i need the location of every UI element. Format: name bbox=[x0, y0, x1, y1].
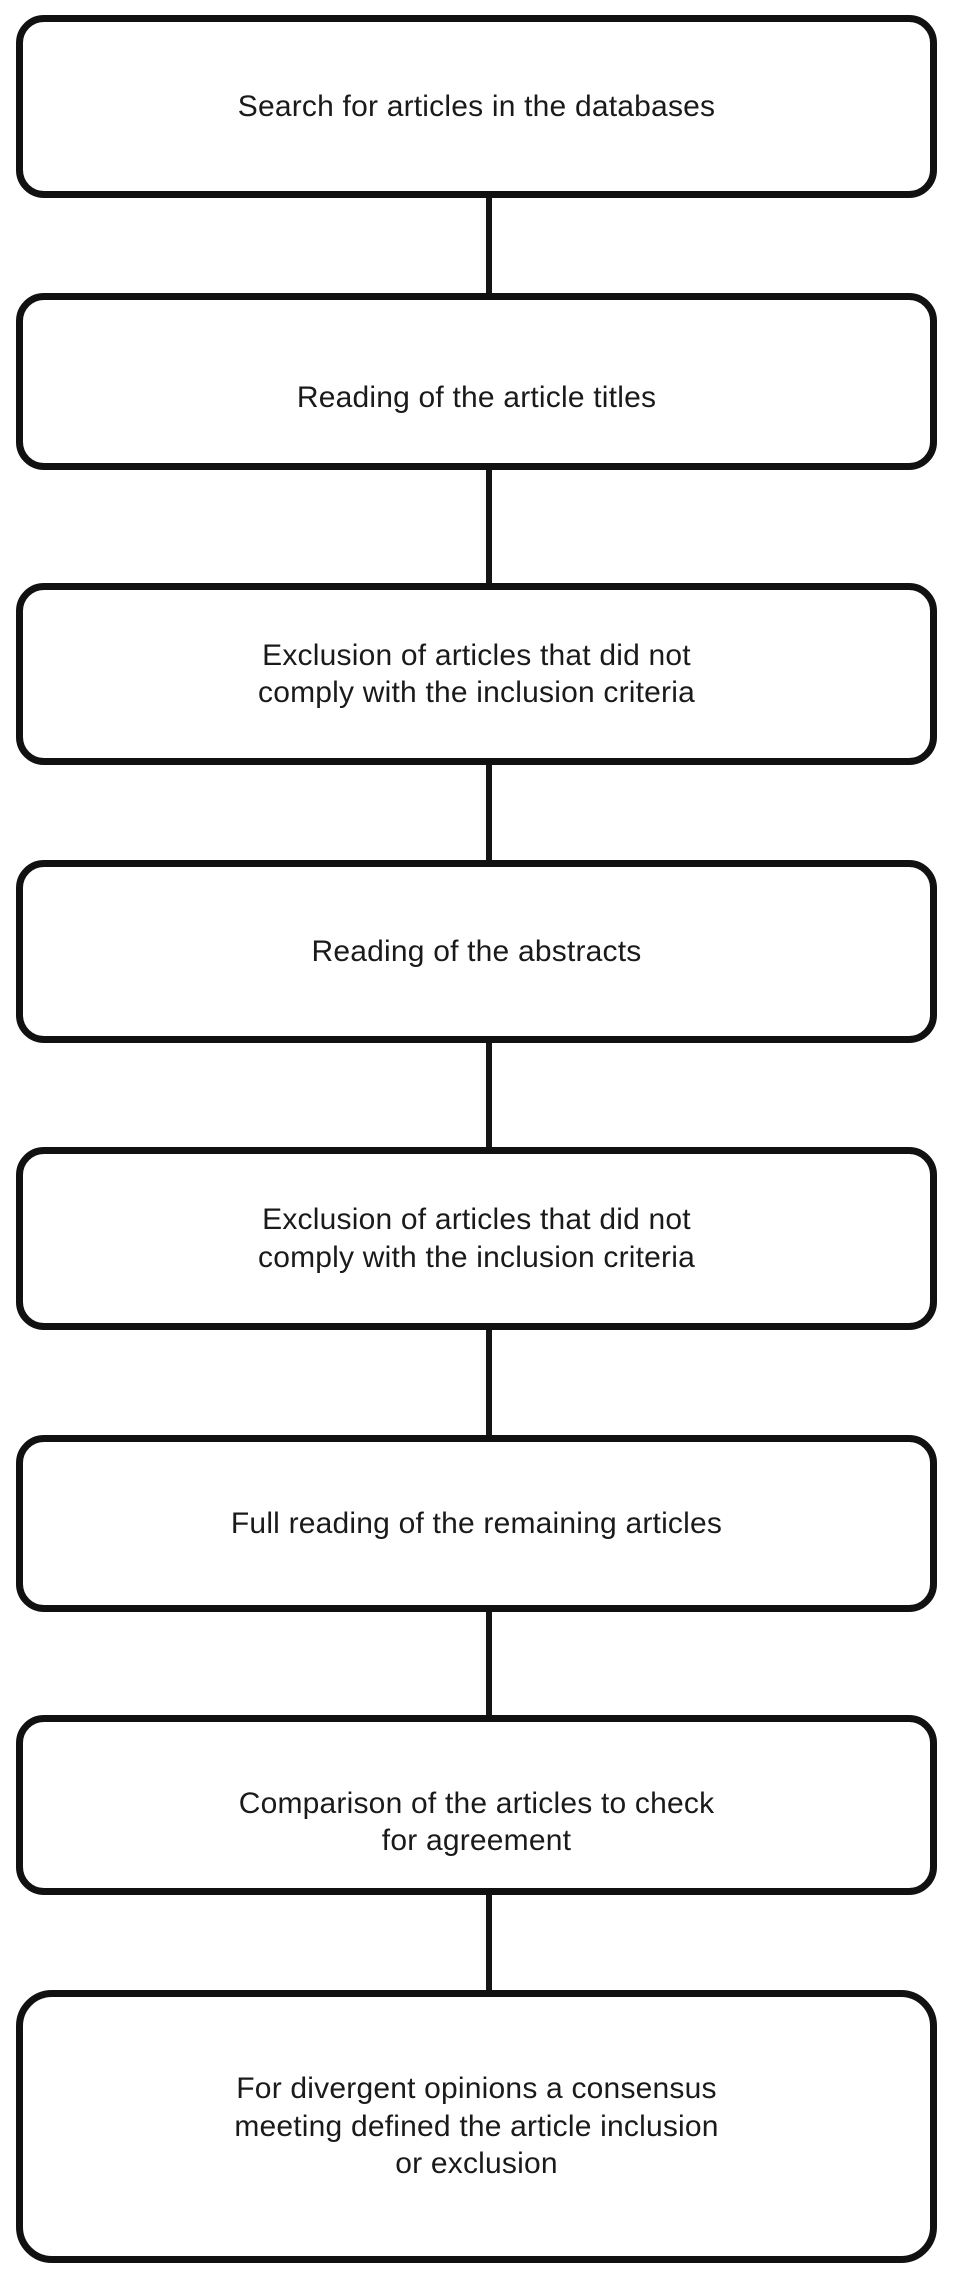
connector-line-1-2 bbox=[486, 192, 492, 300]
flow-step-box-4: Reading of the abstracts bbox=[16, 860, 937, 1043]
flow-step-label: Search for articles in the databases bbox=[237, 89, 716, 123]
flow-step-label: Full reading of the remaining articles bbox=[230, 1506, 723, 1540]
flow-step-box-2: Reading of the article titles bbox=[16, 293, 937, 470]
flow-step-label: Exclusion of articles that did not compl… bbox=[258, 638, 695, 710]
connector-line-7-8 bbox=[486, 1889, 492, 2012]
flow-step-label: Reading of the article titles bbox=[296, 380, 657, 414]
flow-step-label: For divergent opinions a consensus meeti… bbox=[234, 2072, 719, 2181]
flow-step-box-7: Comparison of the articles to check for … bbox=[16, 1715, 937, 1895]
flow-step-box-8: For divergent opinions a consensus meeti… bbox=[16, 1990, 937, 2263]
connector-line-6-7 bbox=[486, 1606, 492, 1722]
flow-step-box-6: Full reading of the remaining articles bbox=[16, 1435, 937, 1612]
flow-step-box-3: Exclusion of articles that did not compl… bbox=[16, 583, 937, 765]
connector-line-3-4 bbox=[486, 759, 492, 867]
flow-step-label: Reading of the abstracts bbox=[311, 934, 642, 968]
connector-line-5-6 bbox=[486, 1324, 492, 1442]
flow-step-label: Exclusion of articles that did not compl… bbox=[258, 1203, 695, 1274]
flow-step-label: Comparison of the articles to check for … bbox=[238, 1786, 715, 1858]
flow-step-box-5: Exclusion of articles that did not compl… bbox=[16, 1147, 937, 1330]
flow-step-box-1: Search for articles in the databases bbox=[16, 15, 937, 198]
connector-line-4-5 bbox=[486, 1037, 492, 1154]
connector-line-2-3 bbox=[486, 464, 492, 590]
